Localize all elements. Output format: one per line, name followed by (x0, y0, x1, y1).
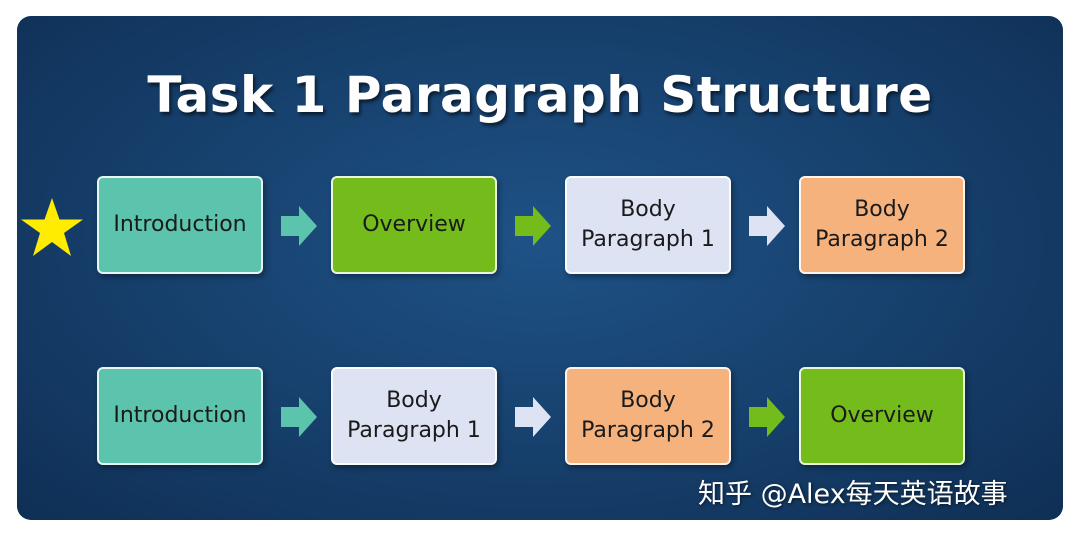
right-arrow-icon (749, 206, 785, 246)
row1-box-body-paragraph-1: Body Paragraph 1 (565, 176, 731, 274)
right-arrow-icon (749, 397, 785, 437)
slide: Task 1 Paragraph Structure Introduction … (17, 16, 1063, 520)
row2-box-introduction: Introduction (97, 367, 263, 465)
row1-box-body-paragraph-2: Body Paragraph 2 (799, 176, 965, 274)
right-arrow-icon (515, 206, 551, 246)
watermark: 知乎 @Alex每天英语故事 (698, 479, 1008, 510)
right-arrow-icon (281, 397, 317, 437)
star-icon (21, 198, 83, 256)
row1-box-overview: Overview (331, 176, 497, 274)
row2-box-body-paragraph-1: Body Paragraph 1 (331, 367, 497, 465)
right-arrow-icon (515, 397, 551, 437)
row2-box-overview: Overview (799, 367, 965, 465)
row2-box-body-paragraph-2: Body Paragraph 2 (565, 367, 731, 465)
right-arrow-icon (281, 206, 317, 246)
row1-box-introduction: Introduction (97, 176, 263, 274)
slide-title: Task 1 Paragraph Structure (147, 66, 933, 124)
